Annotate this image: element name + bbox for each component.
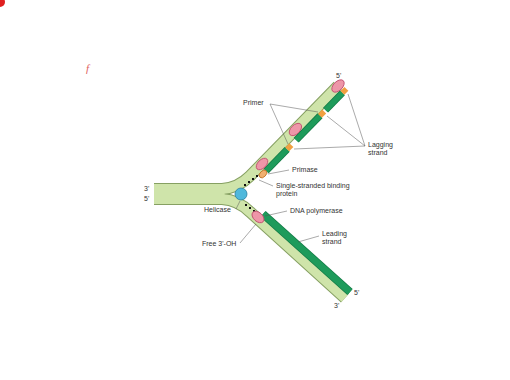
leader-line (240, 224, 256, 243)
okazaki-fragment (326, 93, 343, 110)
polymerase-symbol (330, 78, 347, 95)
callout-label: Helicase (204, 206, 231, 214)
okazaki-fragment (266, 149, 287, 171)
leading-strand-outline (263, 214, 350, 292)
callout-label: 3' (334, 302, 339, 310)
helicase-symbol (235, 188, 247, 200)
callout-label: 3' (144, 185, 149, 193)
ssb-dot (252, 178, 254, 180)
upper-strand-outline (154, 86, 338, 189)
lower-strand-outline (154, 199, 345, 298)
callout-label: Free 3'-OH (202, 240, 236, 248)
callout-label: 5' (144, 195, 149, 203)
ssb-dot (256, 175, 258, 177)
ssb-dot (244, 184, 246, 186)
ssb-dot (245, 204, 247, 206)
stray-mark: f (86, 62, 89, 75)
leader-line (294, 146, 365, 149)
leader-line (259, 180, 273, 186)
leader-lines (236, 94, 365, 243)
ssb-dot (249, 207, 251, 209)
okazaki-fragment (326, 93, 343, 110)
callout-label: 5' (354, 289, 359, 297)
callout-label: DNA polymerase (290, 207, 343, 215)
leader-line (327, 116, 365, 146)
callout-label: 5' (336, 72, 341, 80)
callout-label: Lagging strand (368, 141, 402, 157)
polymerases (250, 78, 347, 226)
polymerase-symbol (250, 209, 266, 225)
leader-line (348, 94, 365, 146)
leader-line (265, 211, 287, 216)
callout-label: Single-stranded binding protein (276, 182, 358, 198)
leader-line (270, 104, 288, 144)
leader-line (298, 236, 319, 242)
leading-strand (263, 214, 350, 292)
callout-label: Leading strand (322, 230, 356, 246)
upper-template-strand (154, 86, 338, 189)
callout-label: Primase (292, 166, 318, 174)
polymerase-symbol (287, 121, 304, 138)
leader-line (270, 104, 318, 112)
primer (320, 112, 324, 116)
primase-symbol (258, 169, 269, 180)
lower-template-strand (154, 199, 345, 298)
leader-line (236, 201, 240, 209)
lagging-fragments (266, 93, 342, 171)
corner-dot (0, 0, 5, 7)
polymerase-symbol (254, 156, 270, 172)
leader-line (268, 170, 289, 174)
primer (287, 145, 291, 149)
primer (342, 89, 346, 93)
ssb-dot (248, 181, 250, 183)
callout-label: Primer (243, 99, 264, 107)
primers (287, 89, 346, 150)
okazaki-fragment (266, 149, 287, 171)
